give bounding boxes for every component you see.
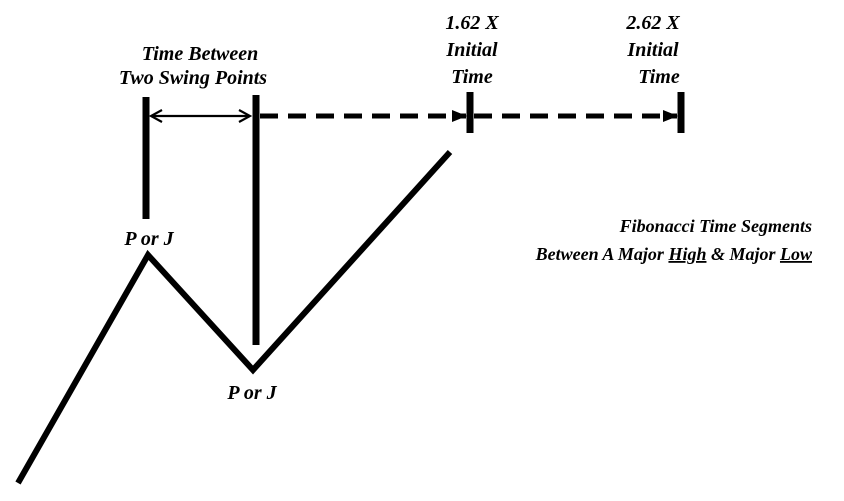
span-title-line1: Time Between [142,43,258,65]
ext-162-line2: Initial [445,39,498,61]
caption-line2: Between A Major High & Major Low [535,244,813,264]
ext-262-line2: Initial [626,39,679,61]
caption-line1: Fibonacci Time Segments [619,216,812,236]
pivot-high-label: P or J [123,228,174,250]
span-title-line2: Two Swing Points [119,67,267,89]
ext-162-line1: 1.62 X [445,12,499,34]
caption-high-word: High [667,244,706,264]
ext-262-line3: Time [638,66,680,88]
ext-262-line1: 2.62 X [625,12,680,34]
caption-low-word: Low [779,244,813,264]
pivot-low-label: P or J [226,382,277,404]
ext-162-line3: Time [451,66,493,88]
price-swing-line [15,149,453,485]
